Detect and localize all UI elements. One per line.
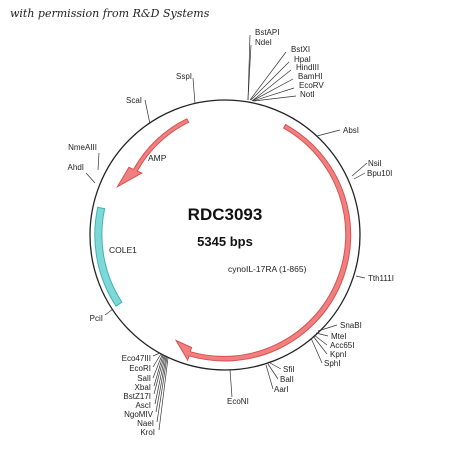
cole1-label: COLE1: [109, 245, 137, 255]
site-label[interactable]: SnaBI: [340, 321, 362, 330]
site-label[interactable]: NdeI: [255, 38, 272, 47]
site-label[interactable]: SphI: [324, 359, 340, 368]
site-label[interactable]: NotI: [300, 90, 315, 99]
site-label[interactable]: SspI: [176, 72, 192, 81]
site-label[interactable]: NsiI: [368, 159, 382, 168]
site-label[interactable]: EcoRI: [129, 364, 151, 373]
site-label[interactable]: ScaI: [126, 96, 142, 105]
site-label[interactable]: Eco47III: [122, 354, 151, 363]
cds-feature-arrow[interactable]: [174, 123, 352, 362]
site-label[interactable]: AhdI: [68, 163, 84, 172]
site-label[interactable]: SalI: [137, 374, 151, 383]
site-label[interactable]: BstZ17I: [123, 392, 151, 401]
amp-feature-arrow[interactable]: [116, 118, 190, 189]
cds-label: cynoIL-17RA (1-865): [228, 264, 307, 274]
site-label[interactable]: AarI: [274, 385, 289, 394]
site-label[interactable]: BstXI: [291, 45, 310, 54]
plasmid-name: RDC3093: [188, 205, 263, 224]
site-labels: BstAPI NdeI BstXI HpaI HindIII BamHI Eco…: [68, 28, 394, 437]
site-label[interactable]: BalI: [280, 375, 294, 384]
cole1-feature[interactable]: [94, 206, 123, 307]
site-label[interactable]: BamHI: [298, 72, 322, 81]
site-label[interactable]: BstAPI: [255, 28, 279, 37]
site-label[interactable]: XbaI: [135, 383, 151, 392]
site-label[interactable]: MteI: [331, 332, 347, 341]
site-label[interactable]: NgoMIV: [124, 410, 154, 419]
site-label[interactable]: EcoRV: [299, 81, 324, 90]
amp-label: AMP: [148, 153, 167, 163]
site-leader-lines: [85, 34, 368, 431]
site-label[interactable]: HindIII: [296, 63, 319, 72]
site-label[interactable]: Acc65I: [330, 341, 354, 350]
plasmid-size: 5345 bps: [197, 234, 253, 249]
site-label[interactable]: AscI: [135, 401, 151, 410]
site-label[interactable]: PciI: [90, 314, 103, 323]
site-label[interactable]: HpaI: [294, 55, 311, 64]
site-label[interactable]: KroI: [140, 428, 155, 437]
site-label[interactable]: EcoNI: [227, 397, 249, 406]
site-label[interactable]: Tth111I: [368, 274, 394, 283]
site-label[interactable]: Bpu10I: [367, 169, 392, 178]
plasmid-backbone: [89, 99, 361, 371]
permission-note: with permission from R&D Systems: [10, 7, 210, 20]
site-label[interactable]: SfiI: [283, 365, 295, 374]
site-label[interactable]: AbsI: [343, 126, 359, 135]
site-label[interactable]: KpnI: [330, 350, 346, 359]
site-label[interactable]: NmeAIII: [68, 143, 97, 152]
site-label[interactable]: NaeI: [137, 419, 154, 428]
